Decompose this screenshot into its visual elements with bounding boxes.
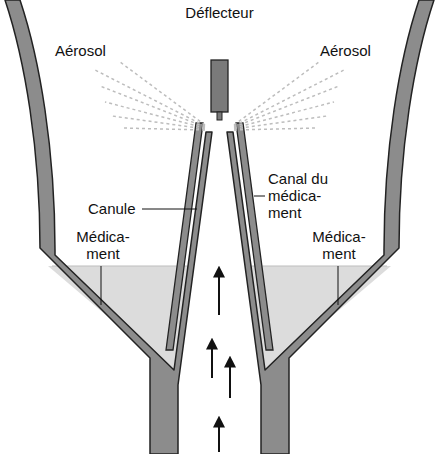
medication-label: Médica- ment (308, 228, 370, 262)
leader-line (142, 209, 197, 210)
airflow-arrows (212, 268, 230, 452)
part-label: Canule (88, 200, 136, 217)
leader-line (338, 266, 339, 305)
aerosol-label: Aérosol (320, 42, 371, 59)
left-half (5, 0, 212, 454)
deflector (211, 60, 228, 112)
leader-line (254, 196, 265, 197)
part-label: Déflecteur (185, 4, 253, 21)
leader-line (101, 266, 102, 305)
deflector-stem (217, 112, 222, 120)
aerosol-label: Aérosol (55, 42, 106, 59)
leader-lines (101, 196, 338, 305)
medication-label: Médica- ment (72, 228, 134, 262)
right-half (227, 0, 434, 454)
part-label: Canal du médica- ment (268, 170, 338, 221)
